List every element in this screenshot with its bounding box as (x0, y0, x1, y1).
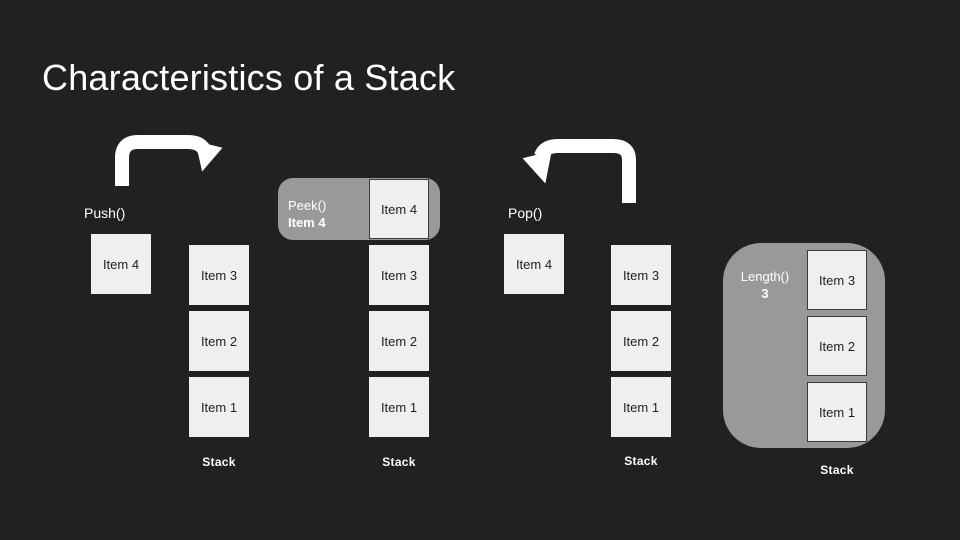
push-stack-item-box: Item 3 (189, 245, 249, 305)
pop-stack-label: Stack (624, 454, 658, 468)
length-label: Length() (740, 269, 790, 284)
length-stack-item-box: Item 2 (807, 316, 867, 376)
pop-arrow-icon (522, 139, 636, 203)
push-stack-item-box: Item 1 (189, 377, 249, 437)
peek-value: Item 4 (288, 215, 326, 230)
peek-stack-item-box: Item 3 (369, 245, 429, 305)
length-panel-text: Length() 3 (723, 268, 807, 302)
peek-stack-item-box: Item 4 (369, 179, 429, 239)
push-stack-item-box: Item 2 (189, 311, 249, 371)
length-stack-label: Stack (820, 463, 854, 477)
peek-panel-text: Peek() Item 4 (288, 197, 326, 231)
push-arrow-icon (115, 135, 223, 186)
length-value: 3 (761, 286, 769, 301)
length-stack-item-box: Item 1 (807, 382, 867, 442)
push-floating-item-box: Item 4 (91, 234, 151, 294)
page-title: Characteristics of a Stack (42, 57, 456, 98)
peek-label: Peek() (288, 198, 327, 213)
pop-floating-item-box: Item 4 (504, 234, 564, 294)
pop-stack-item-box: Item 2 (611, 311, 671, 371)
pop-label: Pop() (508, 205, 543, 221)
push-stack-label: Stack (202, 455, 236, 469)
pop-stack-item-box: Item 3 (611, 245, 671, 305)
length-stack-item-box: Item 3 (807, 250, 867, 310)
peek-stack-item-box: Item 1 (369, 377, 429, 437)
push-label: Push() (84, 205, 126, 221)
peek-stack-label: Stack (382, 455, 416, 469)
peek-stack-item-box: Item 2 (369, 311, 429, 371)
pop-stack-item-box: Item 1 (611, 377, 671, 437)
